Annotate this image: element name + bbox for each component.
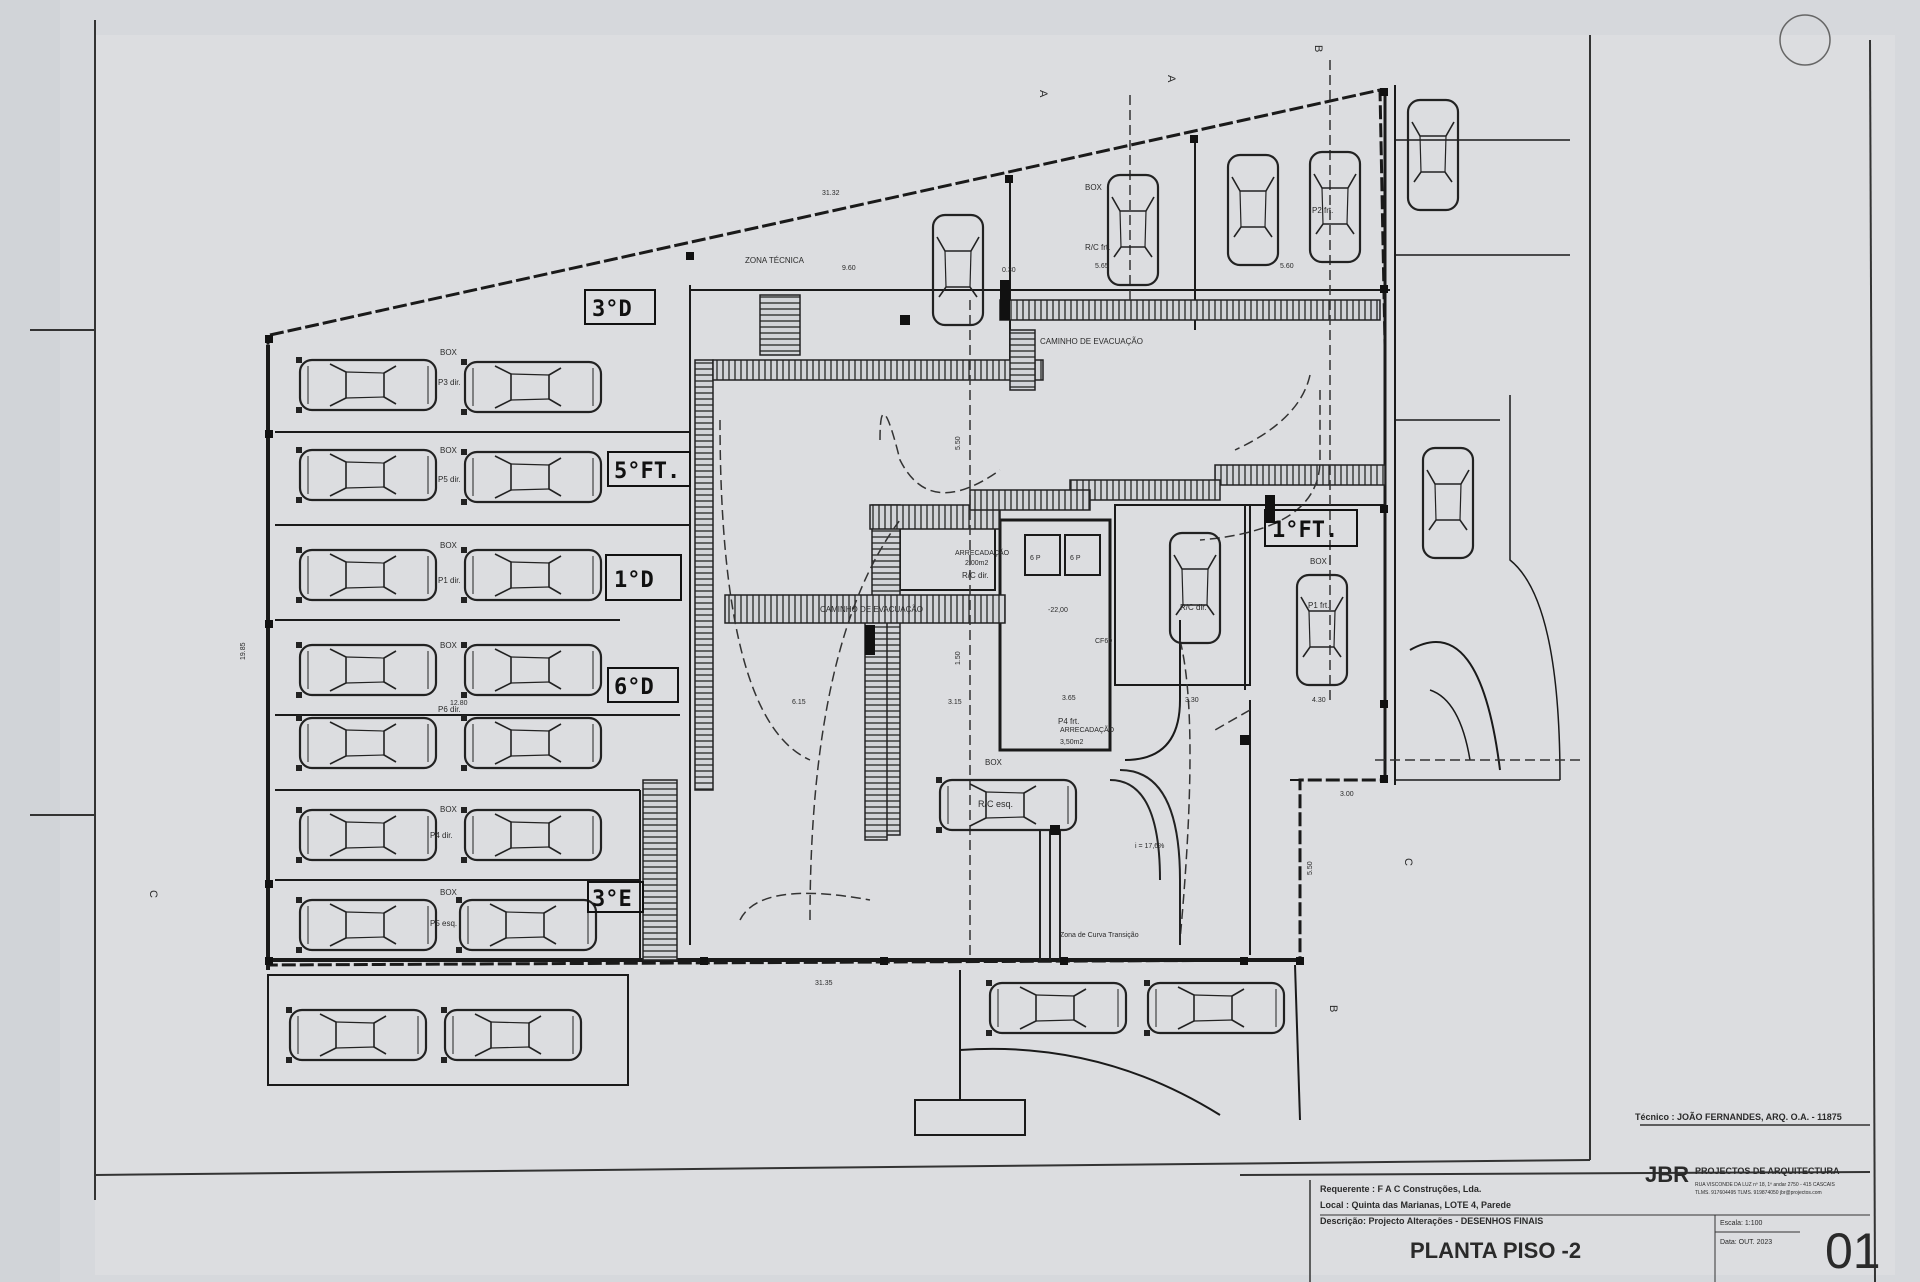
label-p3-dir: P3 dir. <box>438 378 461 387</box>
dim-12-80: 12.80 <box>450 700 468 707</box>
sheet-title: PLANTA PISO -2 <box>1410 1238 1581 1263</box>
hatched-walls <box>642 294 1386 961</box>
label-cf60: CF60 <box>1095 638 1112 645</box>
note-3d: 3°D <box>592 297 632 322</box>
label-p4-frt: P4 frt. <box>1058 717 1079 726</box>
dim-19-85: 19.85 <box>240 642 247 660</box>
ramp-arc <box>1039 769 1181 960</box>
label-box: BOX <box>985 758 1003 767</box>
dim-6-15: 6.15 <box>792 699 806 706</box>
label-caminho-evacuacao-mid: CAMINHO DE EVACUAÇÃO <box>820 605 923 614</box>
label-zona-tecnica: ZONA TÉCNICA <box>745 256 805 265</box>
label-p1-frt: P1 frt. <box>1308 601 1329 610</box>
label-level: -22,00 <box>1048 607 1068 614</box>
dim-3-00: 3.00 <box>1340 791 1354 798</box>
escala: Escala: 1:100 <box>1720 1220 1763 1227</box>
firm-logo: JBR <box>1645 1162 1689 1187</box>
data: Data: OUT. 2023 <box>1720 1239 1772 1246</box>
label-p5-esq: P5 esq. <box>430 919 457 928</box>
dim-31-35: 31.35 <box>815 980 833 987</box>
dim-0-30-a: 0.30 <box>1002 267 1016 274</box>
label-box: BOX <box>440 805 458 814</box>
label-p4-dir: P4 dir. <box>430 831 453 840</box>
firm-contact: TLMS. 917604495 TLMS. 919874050 jbr@proj… <box>1695 1190 1822 1196</box>
note-5ft: 5°FT. <box>614 459 680 484</box>
dim-3-15: 3.15 <box>948 699 962 706</box>
descricao: Descrição: Projecto Alterações - DESENHO… <box>1320 1216 1543 1226</box>
label-box: BOX <box>440 641 458 650</box>
label-box: BOX <box>1310 557 1328 566</box>
label-p5-dir: P5 dir. <box>438 475 461 484</box>
label-box: BOX <box>440 541 458 550</box>
note-1ft: 1°FT. <box>1272 518 1338 543</box>
label-p2-frt: P2 frt. <box>1312 206 1333 215</box>
note-6d: 6°D <box>614 675 654 700</box>
label-rc-dir-core: R/C dir. <box>962 571 989 580</box>
dim-1-50: 1.50 <box>955 651 962 665</box>
label-arrec-area-1: 2,00m2 <box>965 560 988 567</box>
note-3e: 3°E <box>592 887 632 912</box>
plan-labels: ZONA TÉCNICA CAMINHO DE EVACUAÇÃO CAMINH… <box>430 183 1333 939</box>
section-mark-a: A <box>1037 90 1049 98</box>
dim-5-50: 5.50 <box>955 436 962 450</box>
dim-31-32: 31.32 <box>822 190 840 197</box>
dim-9-60: 9.60 <box>842 265 856 272</box>
label-lift-1: 6 P <box>1030 555 1041 562</box>
section-mark-b2: B <box>1327 1005 1339 1012</box>
dim-5-65: 5.65 <box>1095 263 1109 270</box>
label-box: BOX <box>440 446 458 455</box>
label-rc-frt-top: R/C frt. <box>1085 243 1110 252</box>
handwritten-notes: 3°D 5°FT. 1°D 6°D 3°E 1°FT. <box>584 289 1358 913</box>
column-markers <box>265 88 1388 965</box>
section-mark-b: B <box>1312 45 1324 52</box>
sheet-number: 01 <box>1825 1223 1881 1279</box>
label-box: BOX <box>1085 183 1103 192</box>
label-rc-esq: R/C esq. <box>978 799 1013 809</box>
dim-3-30: 3.30 <box>1185 697 1199 704</box>
dim-4-30: 4.30 <box>1312 697 1326 704</box>
label-box: BOX <box>440 348 458 357</box>
dim-3-65: 3.65 <box>1062 695 1076 702</box>
section-mark-a2: A <box>1165 75 1177 83</box>
title-block: Técnico : JOÃO FERNANDES, ARQ. O.A. - 11… <box>1309 1112 1881 1282</box>
dimension-labels: 31.32 9.60 0.30 5.65 5.60 5.50 12.80 6.1… <box>240 190 1354 987</box>
label-caminho-evacuacao-top: CAMINHO DE EVACUAÇÃO <box>1040 337 1143 346</box>
label-arrec-area-2: 3,50m2 <box>1060 739 1083 746</box>
note-1d: 1°D <box>614 568 654 593</box>
label-slope: i = 17,6% <box>1135 843 1164 850</box>
dim-5-50-b: 5.50 <box>1307 861 1314 875</box>
section-mark-c2: C <box>1402 858 1414 866</box>
label-lift-2: 6 P <box>1070 555 1081 562</box>
label-p1-dir: P1 dir. <box>438 576 461 585</box>
label-rc-dir-box: R/C dir. <box>1180 603 1207 612</box>
firm-name: PROJECTOS DE ARQUITECTURA <box>1695 1166 1840 1176</box>
local: Local : Quinta das Marianas, LOTE 4, Par… <box>1320 1200 1511 1210</box>
section-marks: A A B B C C <box>147 45 1414 1012</box>
label-box: BOX <box>440 888 458 897</box>
tecnico-line: Técnico : JOÃO FERNANDES, ARQ. O.A. - 11… <box>1635 1112 1842 1122</box>
requerente: Requerente : F A C Construções, Lda. <box>1320 1184 1481 1194</box>
label-arrecadacao-2: ARRECADAÇÃO <box>1060 725 1115 734</box>
circulation-lines <box>719 60 1580 960</box>
section-mark-c: C <box>147 890 159 898</box>
hole-punch-mark <box>1779 14 1831 66</box>
firm-address: RUA VISCONDE DA LUZ nº 18, 1º andar 2750… <box>1695 1182 1835 1188</box>
label-transition-zone: Zona de Curva Transição <box>1060 932 1139 939</box>
label-p6-dir: P6 dir. <box>438 705 461 714</box>
dim-5-60: 5.60 <box>1280 263 1294 270</box>
sheet-frame <box>30 20 1876 1282</box>
label-arrecadacao-1: ARRECADAÇÃO <box>955 548 1010 557</box>
